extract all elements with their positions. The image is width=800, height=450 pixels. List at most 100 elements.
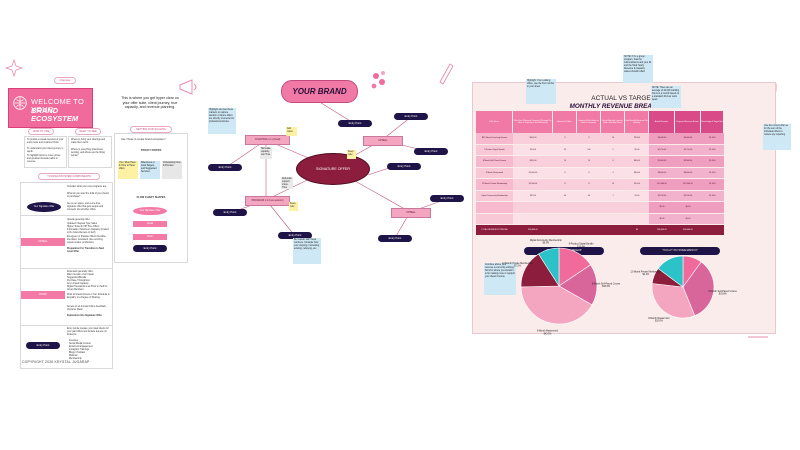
flower-icon [371, 71, 385, 89]
pie2-label-1: 8-Month Self-Paced Course$33.8% [709, 290, 738, 296]
signature-text-2: What do you want the bulk of your client… [67, 193, 109, 198]
table-cell-r6-c8 [701, 202, 724, 214]
how-to-use-2: To understand your client journey in dep… [27, 148, 64, 153]
entry-node-2[interactable]: Entry Point [213, 209, 247, 216]
mindmap-sticky-yellow-3: Keep note [347, 150, 356, 159]
table-cell-r3-c2: 8 [553, 167, 577, 179]
upsell-row: UPSELL Upsells generally offer: Updated … [20, 215, 113, 269]
table-cell-r7-c8 [701, 213, 724, 225]
pie2-label-3: 12-Month Private Membership$4.4% [630, 270, 661, 276]
table-cell-r4-c3: 8 [577, 179, 601, 191]
upsell-text-5: Preparation For Transition to Next Level… [67, 248, 105, 253]
pie1-label-3: 12-Month Private Membership$7.2% [502, 262, 533, 268]
table-header-3: Capacity (Total clients or hours & semin… [577, 111, 601, 133]
table-header-8: Percentage of Target Rev [701, 111, 724, 133]
upsell-text-3: Information / Maximum Capacity (Limited … [67, 229, 109, 234]
coaching-node[interactable]: COACHING 1:1 (virtual) [245, 135, 290, 145]
entry-text-4: Instagram Trainings [69, 349, 90, 351]
table-cell-r0-c4: 16 [601, 133, 625, 145]
table-cell-r1-c7: $1,750.00 [675, 144, 701, 156]
table-cell-r7-c2 [553, 213, 577, 225]
table-cell-r6-c5 [625, 202, 649, 214]
your-brand-node[interactable]: YOUR BRAND [281, 80, 358, 103]
how-to-use-box: To provide a visual overview of your ent… [24, 136, 67, 168]
entry-node-6[interactable]: Entry Point [414, 148, 448, 155]
upsell-text-4: Evergreen or Passive Offers (Invisible, … [67, 236, 107, 244]
table-cell-r1-c8: $1.50% [701, 144, 724, 156]
table-total-c8 [701, 225, 724, 235]
table-cell-r5-c1: $97.00 [513, 190, 553, 202]
entry-text-6: Webinar [69, 355, 78, 357]
entry-node-8[interactable]: Entry Point [430, 195, 464, 202]
how-to-use-1: To provide a visual overview of your ent… [27, 139, 64, 144]
table-cell-r6-c4 [601, 202, 625, 214]
upsell-node-2[interactable]: UPSELL [391, 208, 431, 218]
how-to-use-3: To highlight spots to move prices and gr… [27, 155, 61, 163]
table-cell-r1-c0: 8 Product Digital Bundle [476, 144, 513, 156]
signature-offer-node[interactable]: SIGNATURE OFFER [296, 153, 370, 185]
table-total-c6: $30,660.00 [649, 225, 675, 235]
pie1-slice-4 [538, 247, 560, 288]
entry-node-9[interactable]: Entry Point [378, 235, 412, 242]
shape-signature: Your Signature Offer [133, 207, 167, 215]
table-cell-r2-c6: $2,000.00 [649, 156, 675, 168]
table-total-c1: $30,660.00 [513, 225, 553, 235]
pie2-slice-2 [651, 283, 696, 319]
entry-node-7[interactable]: Entry Point [387, 163, 421, 170]
table-cell-r6-c0 [476, 202, 513, 214]
pie2-title: TARGET REVENUE MAKEUP [640, 247, 720, 255]
entry-node-3[interactable]: Entry Point [278, 232, 312, 239]
table-cell-r4-c5: $10.00 [625, 179, 649, 191]
pie2-label-4: Digital Community Membership$9.8% [649, 249, 682, 255]
welcome-title: WELCOME TO YOUR [31, 97, 84, 114]
downsell-shape: DOWN [21, 291, 65, 299]
shape-entry: Entry Point [133, 245, 167, 252]
tab-what-to-see[interactable]: WHAT TO SEE [75, 128, 101, 135]
table-header-0: Offer Name [476, 111, 513, 133]
table-cell-r3-c1: $1,000.00 [513, 167, 553, 179]
table-cell-r0-c7: $4,000.00 [675, 133, 701, 145]
tab-how-to-use[interactable]: HOW TO USE [28, 128, 54, 135]
table-cell-r4-c6: $12,000.00 [649, 179, 675, 191]
table-header-4: Actual Monthly Capacity (Sale / Monthly … [601, 111, 625, 133]
overview-tag: Overview [54, 77, 76, 84]
table-total-c2 [553, 225, 577, 235]
table-cell-r3-c5: $80.00 [625, 167, 649, 179]
ecosystem-icon [13, 96, 27, 110]
table-cell-r3-c4: 4 [601, 167, 625, 179]
upsell-text-0: Upsells generally offer: [67, 219, 91, 221]
table-cell-r4-c2: 8 [553, 179, 577, 191]
pie1-slice-2 [520, 285, 593, 325]
downsell-text-5: Digital Transactions as Proof on Self fo… [67, 286, 108, 291]
table-total-c5: $0 [625, 225, 649, 235]
pie1-label-2: 8-Month Mastermind$43.5% [537, 330, 559, 336]
flowchart-title: FLOW CHART SHAPES [136, 196, 166, 199]
downsell-text-3: Purchase Throughtout [67, 280, 90, 282]
table-cell-r3-c7: $8,000.00 [675, 167, 701, 179]
entry-text-2: Social Media Content [69, 343, 91, 345]
revenue-note-top-2: NOTE: There are an average of 10,000 wor… [651, 86, 681, 108]
table-cell-r4-c8: $1.50% [701, 179, 724, 191]
upsell-text-1: Updated / Repeat Type Sales [67, 223, 97, 225]
what-to-see-box: Where to bring your offerings and make t… [68, 136, 112, 168]
program-node[interactable]: PROGRAM 1:1 (Live session) [245, 196, 290, 206]
entry-node-1[interactable]: Entry Point [208, 164, 242, 171]
table-cell-r2-c0: 8 Month Self Paced Course [476, 156, 513, 168]
upsell-node-1[interactable]: UPSELL [363, 136, 403, 146]
revenue-note-top-1: NOTE: If it's a group program, how the c… [623, 55, 653, 83]
sticky-gray: Onboarding Flow & Process [162, 161, 182, 179]
mindmap-mini-2: Rebundle support cross-Time [281, 177, 293, 189]
what-to-see-2: Where is everything interwoven, working,… [71, 149, 105, 157]
table-cell-r5-c7: $2,910.00 [675, 190, 701, 202]
table-cell-r2-c1: $200.00 [513, 156, 553, 168]
downsell-text-6: Work at Grand Access or Our Schedule Is … [67, 294, 110, 299]
pie1-label-4: Digital Community Membership$9.5% [530, 239, 563, 245]
table-cell-r0-c1: $500.00 [513, 133, 553, 145]
entry-node-4[interactable]: Entry Point [338, 120, 372, 127]
downsell-text-7: Access to an Annual Online Feedback, Out… [67, 306, 107, 311]
entry-node-5[interactable]: Entry Point [394, 113, 428, 120]
welcome-subtitle: BRAND ECOSYSTEM [31, 106, 79, 123]
signature-text-3: Are in our space, and a one-time signatu… [67, 203, 104, 211]
scaling-tag: SETTING OUR SCALING [130, 126, 172, 133]
